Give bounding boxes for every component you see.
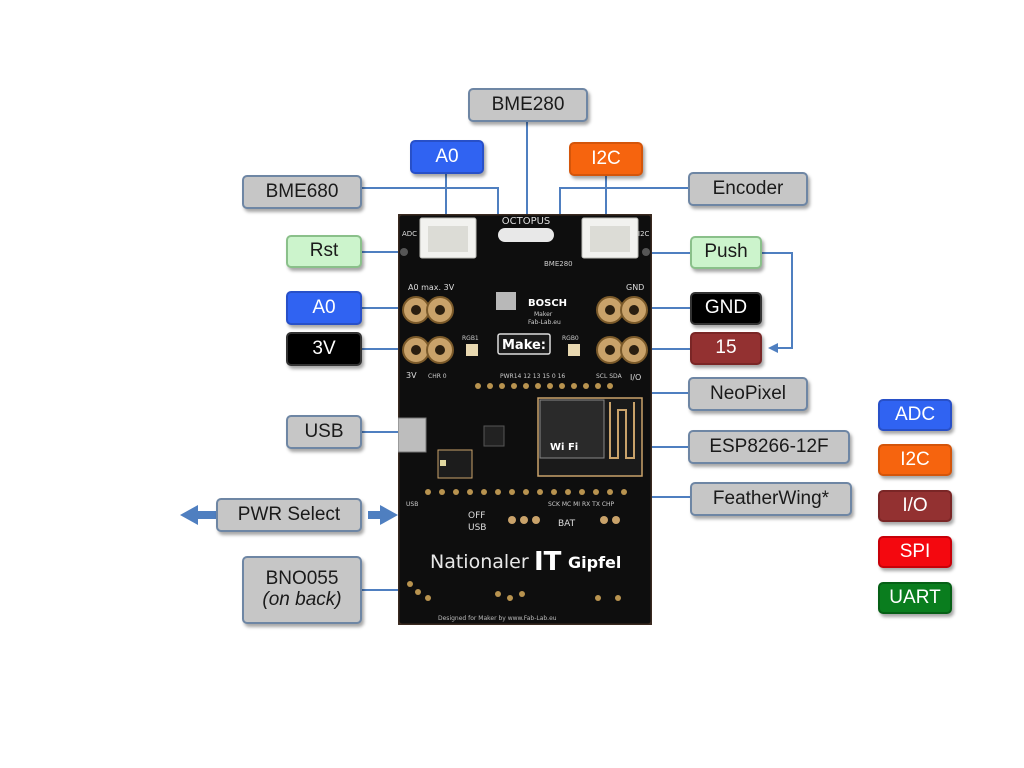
board-row-labels-text: SCK MC MI RX TX CHP [548, 501, 615, 508]
line-encoder [559, 187, 688, 214]
board-io-text: I/O [630, 373, 641, 382]
rst-button [400, 248, 408, 256]
label-neopixel: NeoPixel [688, 377, 808, 411]
board-pwr-row-text: PWR14 12 13 15 0 16 [500, 373, 565, 380]
pwr-arrow-left-head [180, 505, 198, 525]
board-bme-text: BME280 [544, 260, 573, 268]
board-a0max-text: A0 max. 3V [408, 283, 455, 292]
board-3v-text: 3V [406, 371, 417, 380]
pwr-arrow-right-shaft [368, 511, 382, 519]
label-i2c-top: I2C [569, 142, 643, 176]
label-push: Push [690, 236, 762, 269]
board-nationaler-text: Nationaler [430, 551, 529, 573]
rgb-led-0 [568, 344, 580, 356]
board-adc-text: ADC [402, 230, 417, 238]
legend-i2c: I2C [878, 444, 952, 476]
bottom-pads [407, 581, 621, 601]
label-3v: 3V [286, 332, 362, 366]
bme280-chip [496, 292, 516, 310]
label-bme280: BME280 [468, 88, 588, 122]
board-wifi-text: Wi Fi [550, 442, 578, 453]
board-i2c-text: I2C [638, 230, 650, 238]
board-header-text: OCTOPUS [502, 216, 551, 227]
header-pads-top [475, 383, 613, 389]
board-usb-text: USB [468, 523, 486, 533]
octopus-board: OCTOPUS ADC I2C BME280 BOSCH Maker Fab-L… [398, 214, 652, 625]
label-usb: USB [286, 415, 362, 449]
label-gnd: GND [690, 292, 762, 325]
label-bno055: BNO055 (on back) [242, 556, 362, 624]
label-bno055-name: BNO055 [265, 568, 339, 590]
board-bosch-text: BOSCH [528, 298, 567, 309]
push-button [642, 248, 650, 256]
board-usb-small-text: USB [406, 501, 418, 508]
esp-antenna [609, 402, 635, 459]
line-bme680 [362, 187, 499, 214]
board-bat-text: BAT [558, 519, 576, 529]
legend-adc: ADC [878, 399, 952, 431]
usb-port [398, 417, 427, 453]
rgb-led-1 [466, 344, 478, 356]
board-gipfel-text: Gipfel [568, 553, 621, 572]
pcb-background [398, 214, 652, 625]
label-rst: Rst [286, 235, 362, 268]
label-esp8266: ESP8266-12F [688, 430, 850, 464]
board-it-text: IT [534, 547, 562, 577]
board-fablab-text: Fab-Lab.eu [528, 319, 561, 326]
legend-io: I/O [878, 490, 952, 522]
board-make-text: Make: [502, 338, 546, 353]
pwr-arrow-left-shaft [196, 511, 218, 519]
board-chr-text: CHR 0 [428, 373, 447, 380]
header-slot [498, 228, 554, 242]
board-rgb1-text: RGB1 [462, 335, 479, 342]
label-pwr-select: PWR Select [216, 498, 362, 532]
legend-uart: UART [878, 582, 952, 614]
line-push-to-15 [762, 252, 793, 353]
label-bme680: BME680 [242, 175, 362, 209]
chip-small-1 [483, 425, 505, 447]
legend-spi: SPI [878, 536, 952, 568]
pwr-arrow-right-head [380, 505, 398, 525]
board-rgb0-text: RGB0 [562, 335, 579, 342]
board-off-text: OFF [468, 511, 485, 521]
label-a0-left: A0 [286, 291, 362, 325]
label-15: 15 [690, 332, 762, 365]
led-small [440, 460, 446, 466]
header-pads-bottom [425, 489, 627, 495]
board-gnd-text: GND [626, 283, 644, 292]
label-featherwing: FeatherWing* [690, 482, 852, 516]
label-encoder: Encoder [688, 172, 808, 206]
board-maker-text: Maker [534, 311, 553, 318]
make-logo [497, 333, 551, 355]
label-a0-top: A0 [410, 140, 484, 174]
board-sclsda-text: SCL SDA [596, 373, 623, 380]
label-bno055-note: (on back) [262, 589, 342, 610]
switch-pads [508, 516, 620, 524]
board-footer-text: Designed for Maker by www.Fab-Lab.eu [438, 615, 557, 622]
